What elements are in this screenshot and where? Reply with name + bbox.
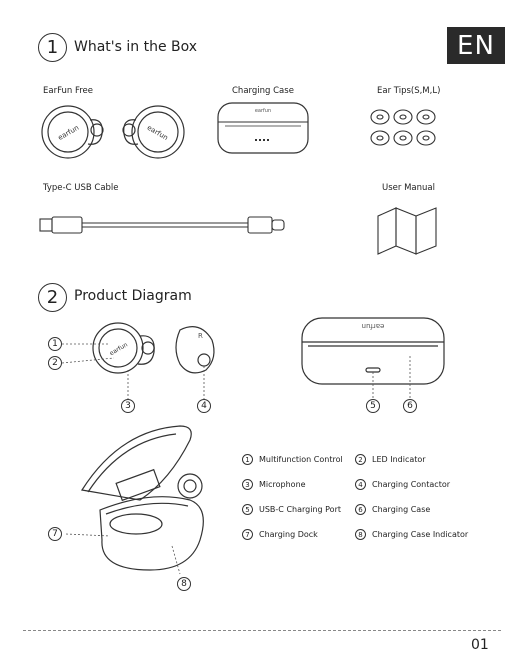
callout-4: 4 [197, 399, 211, 413]
case-front-brand-text: earfun [362, 322, 385, 330]
callout-5: 5 [366, 399, 380, 413]
left-earbud [41, 105, 104, 159]
label-ear-tips: Ear Tips(S,M,L) [377, 86, 441, 96]
label-user-manual: User Manual [382, 183, 435, 193]
legend-num-2: 2 [355, 454, 366, 465]
legend-label-2: LED Indicator [372, 455, 426, 464]
earbud-diagram: earfun R [61, 322, 215, 400]
label-usb-cable: Type-C USB Cable [43, 183, 119, 193]
diagram-brand-text: earfun [109, 341, 130, 357]
user-manual-illustration [377, 207, 437, 255]
section-number-1: 1 [38, 33, 67, 62]
page-number: 01 [471, 637, 489, 653]
earbud-side-mark: R [198, 332, 203, 340]
legend-label-1: Multifunction Control [259, 455, 343, 464]
legend-item-8: 8 Charging Case Indicator [355, 529, 468, 540]
ear-tips-illustration [370, 109, 436, 146]
callout-2: 2 [48, 356, 62, 370]
usb-cable-illustration [39, 216, 285, 234]
callout-8: 8 [177, 577, 191, 591]
legend-label-3: Microphone [259, 480, 306, 489]
case-brand-text: earfun [255, 108, 271, 114]
brand-text-left: earfun [57, 124, 81, 142]
footer-divider [23, 630, 501, 631]
label-charging-case: Charging Case [232, 86, 294, 96]
legend-item-5: 5 USB-C Charging Port [242, 504, 341, 515]
legend-num-1: 1 [242, 454, 253, 465]
callout-3: 3 [121, 399, 135, 413]
brand-text-right: earfun [146, 124, 170, 142]
right-earbud [122, 105, 185, 159]
legend-item-1: 1 Multifunction Control [242, 454, 343, 465]
legend-item-2: 2 LED Indicator [355, 454, 426, 465]
earbuds-illustration: earfun earfun [41, 105, 185, 159]
section-title-product-diagram: Product Diagram [74, 288, 192, 304]
callout-7: 7 [48, 527, 62, 541]
legend-item-4: 4 Charging Contactor [355, 479, 450, 490]
section-title-whats-in-box: What's in the Box [74, 39, 198, 55]
label-earfun-free: EarFun Free [43, 86, 94, 96]
legend-item-6: 6 Charging Case [355, 504, 430, 515]
legend-label-8: Charging Case Indicator [372, 530, 469, 539]
legend-num-8: 8 [355, 529, 366, 540]
charging-case-illustration: earfun [217, 102, 309, 154]
legend-label-6: Charging Case [372, 505, 431, 514]
legend-num-5: 5 [242, 504, 253, 515]
legend-num-3: 3 [242, 479, 253, 490]
legend-num-6: 6 [355, 504, 366, 515]
legend-label-5: USB-C Charging Port [259, 505, 341, 514]
section-number-2: 2 [38, 283, 67, 312]
case-front-diagram: earfun [301, 317, 445, 398]
language-badge: EN [447, 27, 505, 64]
legend-num-7: 7 [242, 529, 253, 540]
open-case-diagram [65, 425, 204, 575]
callout-6: 6 [403, 399, 417, 413]
callout-1: 1 [48, 337, 62, 351]
legend-item-3: 3 Microphone [242, 479, 306, 490]
legend-item-7: 7 Charging Dock [242, 529, 318, 540]
legend-label-7: Charging Dock [259, 530, 318, 539]
legend-label-4: Charging Contactor [372, 480, 451, 489]
legend-num-4: 4 [355, 479, 366, 490]
